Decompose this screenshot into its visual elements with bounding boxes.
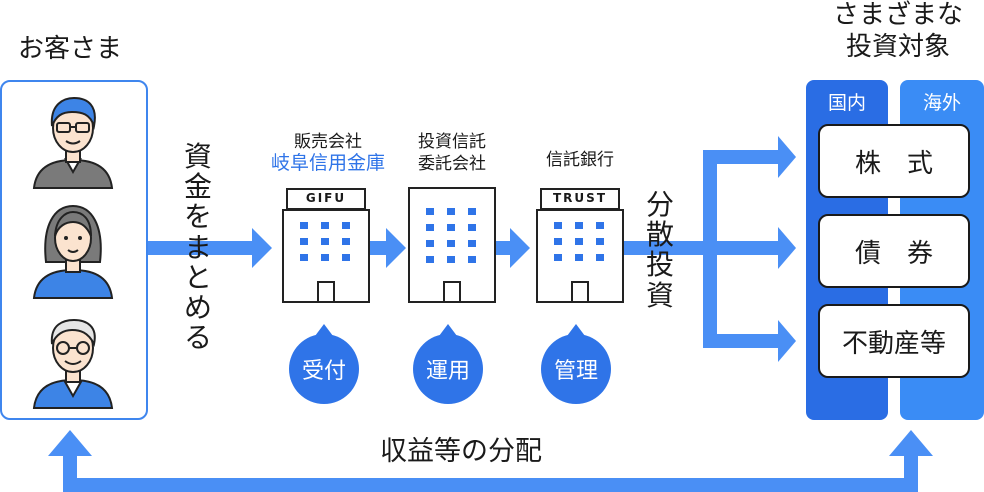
diversified-investment-char: 分 [645, 188, 674, 221]
trust-sign: TRUST [540, 188, 620, 210]
collect-funds-char: 資 [183, 140, 212, 173]
diversified-investment-label: 分 散 投 資 [642, 188, 678, 312]
collect-funds-char: る [183, 321, 212, 355]
customers-title: お客さま [18, 34, 123, 64]
targets-title-line2: 投資対象 [845, 32, 950, 62]
office-building-icon [408, 187, 496, 303]
action-bubble-custody: 管理 [541, 324, 611, 404]
trust-bank-role: 信託銀行 [546, 150, 614, 170]
collect-funds-char: 金 [183, 170, 212, 204]
overseas-label: 海外 [922, 92, 961, 114]
bank-building-icon [282, 209, 370, 303]
collect-funds-char: と [183, 260, 212, 294]
management-company-role-line2: 委託会社 [418, 154, 486, 174]
domestic-label: 国内 [827, 92, 866, 114]
customer-woman-icon [32, 204, 114, 299]
gifu-sign: GIFU [286, 188, 366, 210]
management-company-role-line1: 投資信託 [418, 132, 486, 152]
asset-real-estate: 不動産等 [818, 304, 970, 378]
action-bubble-reception: 受付 [289, 324, 359, 404]
targets-title-line1: さまざまな [832, 0, 963, 30]
collect-funds-label: 資 金 を ま と め る [180, 140, 216, 355]
action-bubble-operation: 運用 [413, 324, 483, 404]
diversified-investment-char: 散 [645, 218, 674, 252]
asset-bonds: 債 券 [818, 214, 970, 288]
sales-company-name: 岐阜信用金庫 [270, 152, 385, 174]
collect-funds-char: を [183, 200, 212, 234]
collect-funds-char: ま [183, 230, 212, 264]
collect-funds-char: め [183, 291, 212, 325]
trust-bank-building-icon [536, 209, 624, 303]
customer-man-glasses-icon [32, 96, 114, 189]
diversified-investment-char: 資 [645, 278, 674, 312]
sales-company-role: 販売会社 [294, 132, 362, 152]
asset-stocks: 株 式 [818, 124, 970, 198]
customer-elder-icon [32, 318, 114, 409]
diversified-investment-char: 投 [645, 248, 674, 282]
return-distribution-label: 収益等の分配 [380, 436, 542, 467]
